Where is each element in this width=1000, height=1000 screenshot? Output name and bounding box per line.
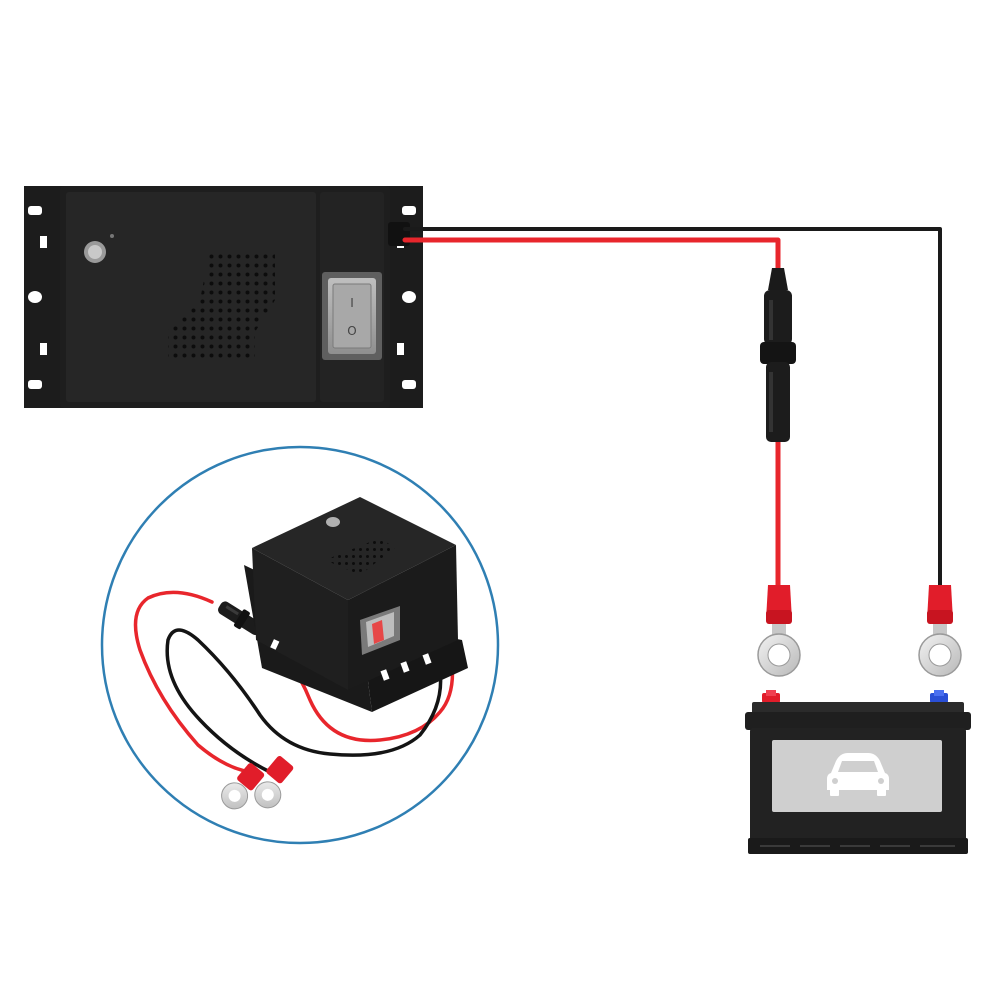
inset-mounting-notches — [270, 639, 432, 681]
device: I O — [24, 186, 423, 408]
mounting-flange-left — [24, 186, 70, 408]
speaker-grille — [168, 250, 275, 362]
inset-ring-terminal-2 — [254, 756, 294, 809]
positive-wire — [402, 237, 781, 588]
inline-fuse-holder — [760, 268, 796, 442]
inset-device — [244, 497, 468, 712]
inset-ring-terminal-1 — [221, 763, 265, 810]
mounting-holes-left — [28, 206, 47, 389]
inset-rocker-switch — [360, 606, 400, 655]
power-rocker-switch[interactable]: I O — [322, 272, 382, 360]
device-front-panel — [66, 192, 316, 402]
car-battery — [745, 690, 971, 854]
negative-wire — [403, 227, 942, 587]
ring-terminal-positive — [757, 585, 801, 677]
inset-fuse-holder — [218, 601, 263, 635]
inset-positive-wire — [133, 590, 252, 774]
inset-product-view — [100, 445, 500, 845]
ring-terminal-negative — [918, 585, 962, 677]
switch-on-symbol: I — [350, 296, 354, 310]
switch-off-symbol: O — [347, 324, 356, 338]
main-wiring — [402, 227, 942, 588]
inset-negative-wire — [165, 628, 443, 774]
car-icon — [827, 753, 889, 796]
inset-indicator-led — [326, 517, 340, 527]
